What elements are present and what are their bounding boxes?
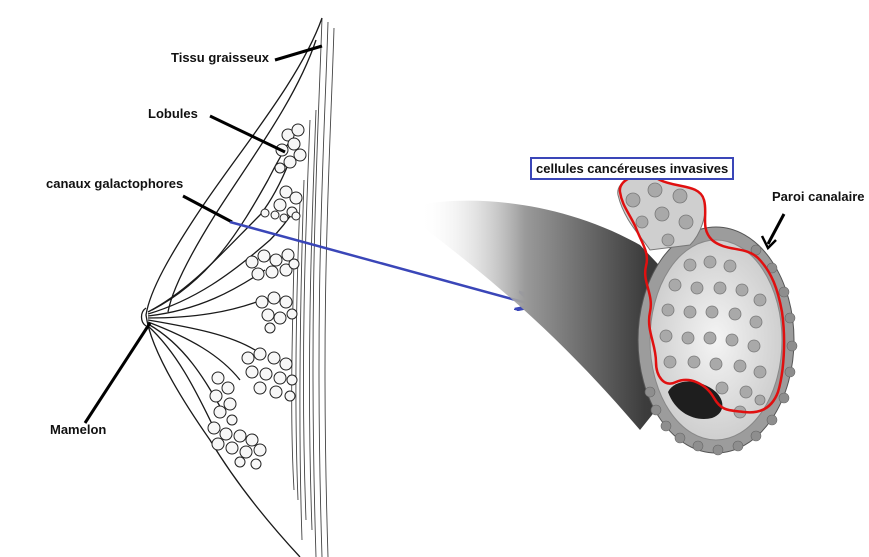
pointer-fat-tissue [275,46,322,60]
pointer-nipple [85,323,150,423]
label-duct-wall: Paroi canalaire [772,189,865,204]
duct-cross-section [420,176,797,455]
label-milk-ducts: canaux galactophores [46,176,183,191]
label-fat-tissue: Tissu graisseux [171,50,269,65]
chest-wall-muscle [292,18,334,557]
label-lobules: Lobules [148,106,198,121]
label-invasive-cells: cellules cancéreuses invasives [530,157,734,180]
pointer-duct-wall [768,214,784,244]
breast-outline [146,18,322,557]
lobule-clusters [208,124,306,469]
breast-illustration [142,18,335,557]
label-nipple: Mamelon [50,422,106,437]
pointer-lobules [210,116,285,152]
nipple-shape [142,308,147,326]
